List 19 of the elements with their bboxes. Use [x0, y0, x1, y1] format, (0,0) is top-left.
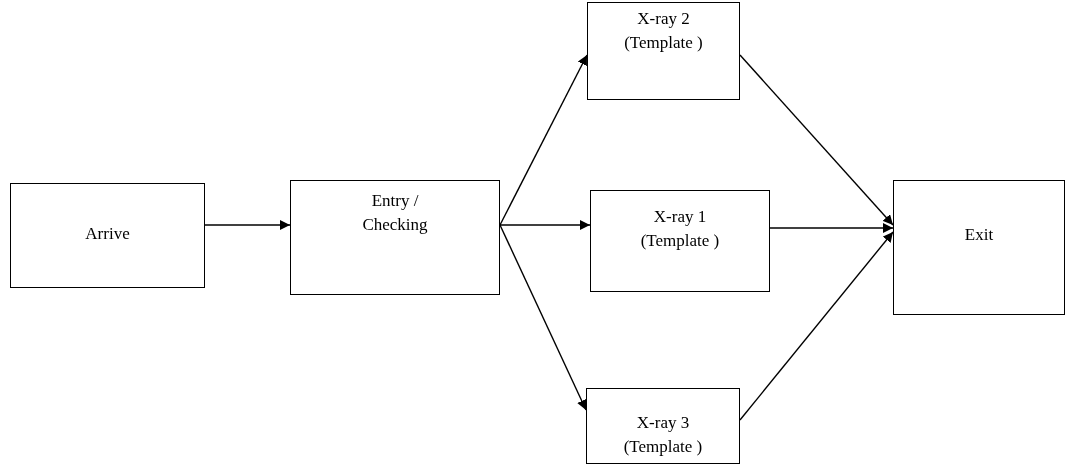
box-label: Arrive	[84, 223, 131, 245]
process-box	[587, 2, 740, 100]
process-box	[586, 388, 740, 464]
arrow	[499, 54, 588, 226]
box-label: Entry / Checking	[361, 190, 429, 236]
arrow	[204, 220, 291, 230]
arrow	[739, 231, 894, 421]
arrow	[739, 54, 894, 226]
box-label: Exit	[963, 224, 995, 246]
process-box	[10, 183, 205, 288]
arrow	[769, 223, 894, 233]
box-label: X-ray 2 (Template )	[623, 8, 704, 54]
arrow	[499, 224, 587, 411]
box-label: X-ray 1 (Template )	[639, 206, 721, 252]
arrow	[499, 220, 591, 230]
process-box	[893, 180, 1065, 315]
process-box	[290, 180, 500, 295]
process-box	[590, 190, 770, 292]
box-label: X-ray 3 (Template )	[622, 412, 704, 458]
